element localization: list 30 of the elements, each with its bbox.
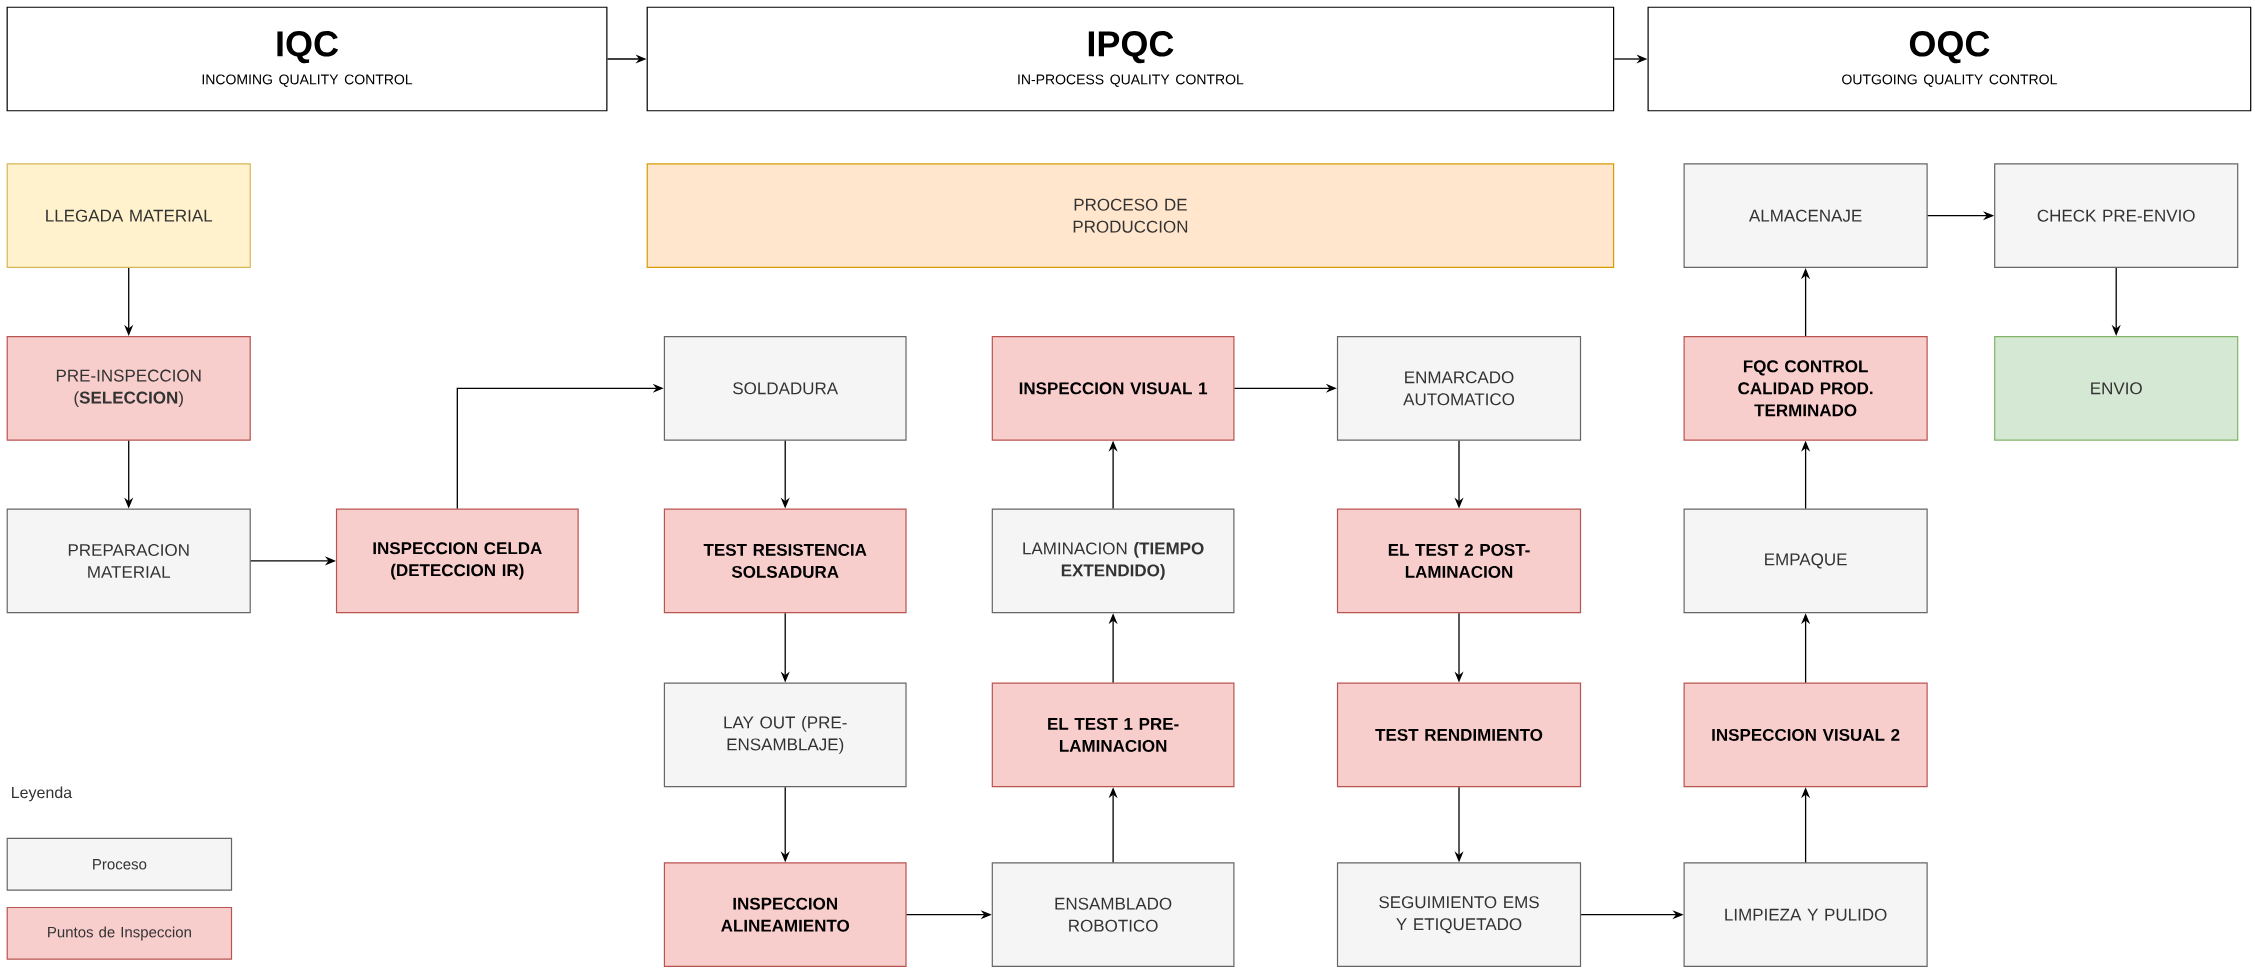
process-box: CHECK PRE-ENVIO (1994, 163, 2239, 269)
inspection-box: TEST RENDIMIENTO (1336, 682, 1582, 788)
process-box: LAY OUT (PRE-ENSAMBLAJE) (663, 682, 907, 788)
header-box: OQC OUTGOING QUALITY CONTROL (1647, 6, 2252, 112)
process-box: ENSAMBLADO ROBOTICO (991, 862, 1235, 968)
inspection-box: INSPECCION VISUAL 2 (1683, 682, 1928, 788)
process-box: PREPARACION MATERIAL (6, 508, 251, 614)
process-band: PROCESO DE PRODUCCION (646, 163, 1615, 269)
legend-title: Leyenda (12, 786, 73, 802)
inspection-box: TEST RESISTENCIA SOLSADURA (663, 508, 907, 614)
header-box: IQC INCOMING QUALITY CONTROL (6, 6, 608, 112)
inspection-box: INSPECCION ALINEAMIENTO (663, 862, 907, 968)
header-box: IPQC IN-PROCESS QUALITY CONTROL (646, 6, 1615, 112)
process-box: ENMARCADO AUTOMATICO (1336, 335, 1582, 441)
process-box: LIMPIEZA Y PULIDO (1683, 862, 1928, 968)
process-box: SOLDADURA (663, 335, 907, 441)
process-box: LLEGADA MATERIAL (6, 163, 251, 269)
process-box: SEGUIMIENTO EMS Y ETIQUETADO (1336, 862, 1582, 968)
inspection-box: FQC CONTROL CALIDAD PROD. TERMINADO (1683, 335, 1928, 441)
inspection-box: INSPECCION CELDA (DETECCION IR) (335, 508, 579, 614)
legend-label: Puntos de Inspeccion (48, 926, 191, 941)
legend-label: Proceso (93, 859, 147, 870)
inspection-box: EL TEST 2 POST-LAMINACION (1336, 508, 1582, 614)
process-box: ALMACENAJE (1683, 163, 1928, 269)
process-box: ENVIO (1994, 335, 2239, 441)
inspection-box: INSPECCION VISUAL 1 (991, 335, 1235, 441)
process-box: EMPAQUE (1683, 508, 1928, 614)
inspection-box: PRE-INSPECCION (SELECCION) (6, 335, 251, 441)
process-box: LAMINACION (TIEMPO EXTENDIDO) (991, 508, 1235, 614)
inspection-box: EL TEST 1 PRE-LAMINACION (991, 682, 1235, 788)
